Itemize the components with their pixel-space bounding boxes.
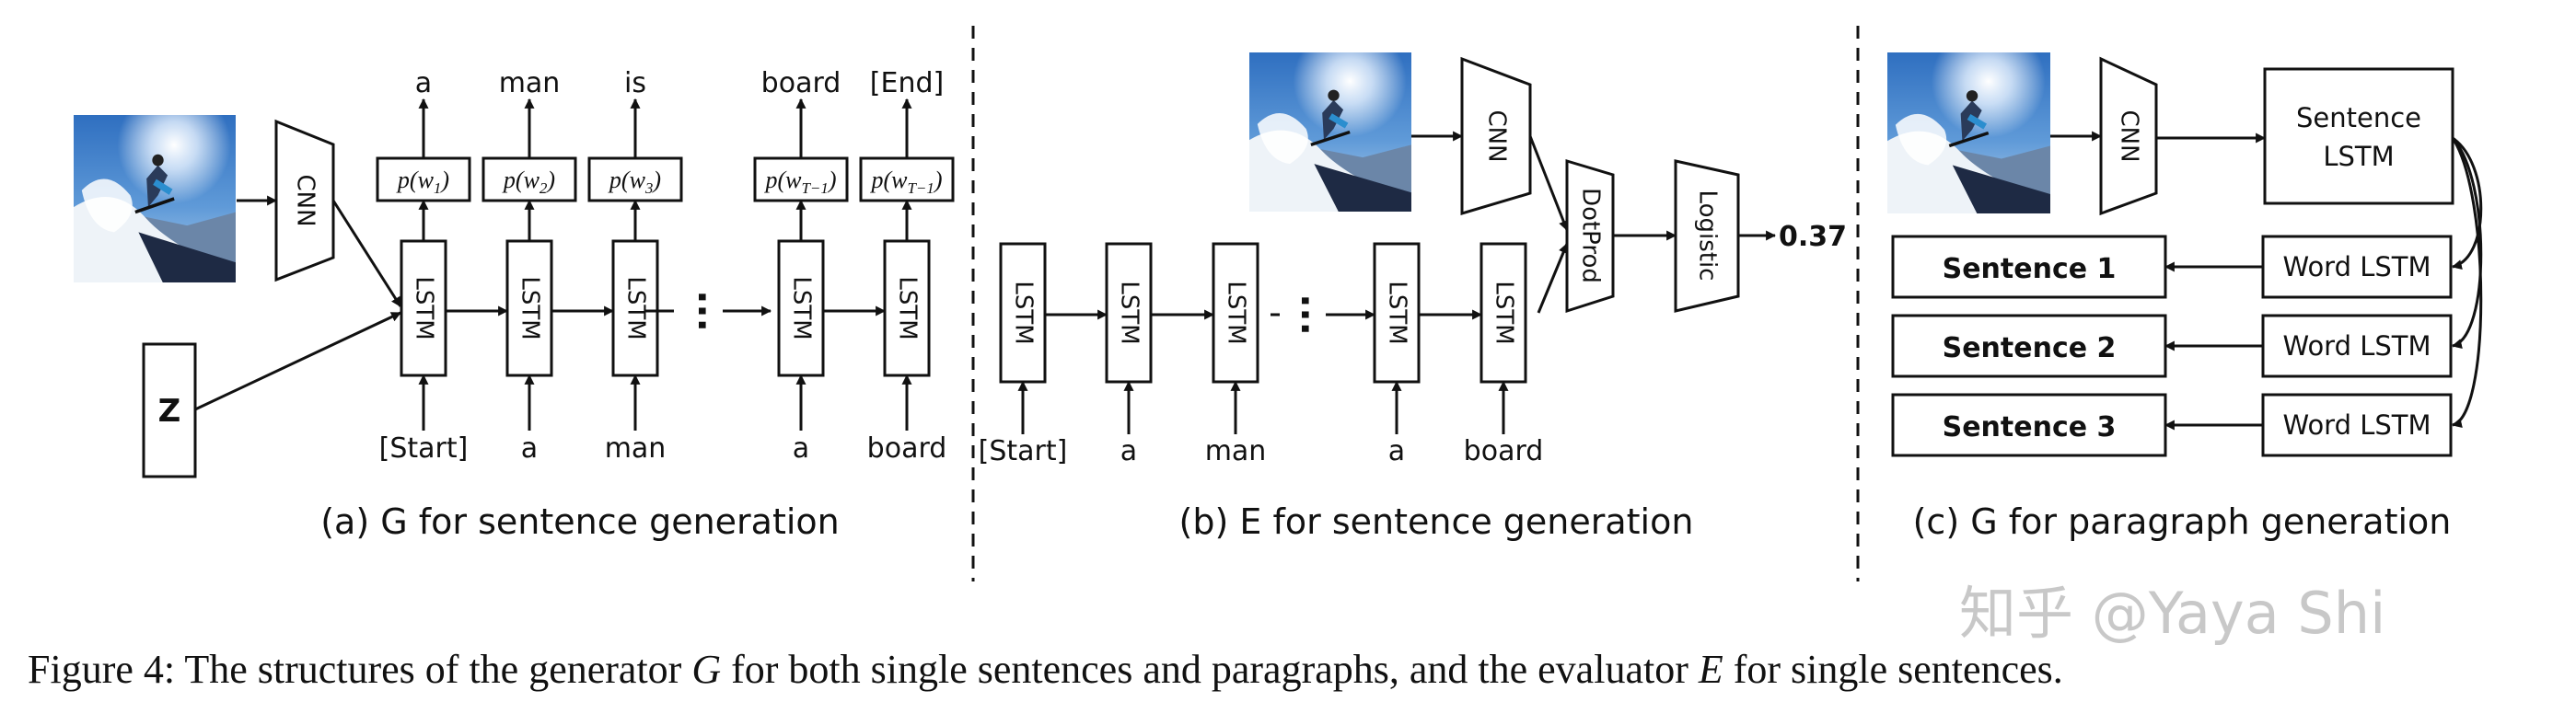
- prob-label: p(w2): [502, 167, 555, 197]
- sentence-lstm-line1: Sentence: [2296, 102, 2421, 133]
- caption-text-3: for single sentences.: [1723, 647, 2063, 692]
- cnn-label-b: CNN: [1483, 109, 1511, 162]
- lstm-label: LSTM: [1223, 281, 1250, 344]
- dotprod-block: [1565, 158, 1615, 314]
- sentence-to-word-arrow: [2451, 136, 2483, 349]
- output-word: is: [624, 67, 646, 99]
- sentence-label: Sentence 3: [1943, 411, 2117, 443]
- input-word: a: [1388, 435, 1405, 467]
- lstm-label: LSTM: [622, 276, 650, 339]
- caption-b: (b) E for sentence generation: [1179, 501, 1694, 542]
- output-word: man: [499, 67, 561, 99]
- caption-text-1: The structures of the generator: [184, 647, 691, 692]
- input-word: a: [793, 432, 809, 465]
- lstm-cell: [777, 239, 825, 377]
- sentence-lstm-box: [2263, 67, 2454, 205]
- word-lstm-label: Word LSTM: [2282, 251, 2431, 282]
- ellipsis-a: ···: [680, 290, 723, 332]
- lstm-label: LSTM: [1010, 281, 1038, 344]
- output-word: board: [761, 67, 841, 99]
- sentence-label: Sentence 2: [1943, 332, 2117, 364]
- lstm-label: LSTM: [1384, 281, 1411, 344]
- lstm-label: LSTM: [1491, 281, 1518, 344]
- noise-box: [142, 342, 197, 478]
- caption-c: (c) G for paragraph generation: [1913, 501, 2452, 542]
- score-value: 0.37: [1779, 221, 1847, 253]
- input-word: [Start]: [379, 432, 469, 465]
- lstm-cell: [1373, 242, 1421, 384]
- lstm-label: LSTM: [411, 276, 438, 339]
- caption-symbol-e: E: [1698, 647, 1723, 692]
- sentence-to-word-arrow: [2451, 136, 2483, 270]
- prob-box: [753, 156, 849, 202]
- caption-text-2: for both single sentences and paragraphs…: [721, 647, 1699, 692]
- sentence-label: Sentence 1: [1943, 253, 2117, 285]
- lstm-label: LSTM: [894, 276, 922, 339]
- prob-box: [859, 156, 955, 202]
- logistic-label: Logistic: [1694, 190, 1722, 282]
- cnn-encoder-b: [1460, 56, 1532, 216]
- sentence-to-word-arrow: [2451, 137, 2483, 428]
- watermark: 知乎 @Yaya Shi: [1959, 580, 2385, 647]
- input-word: man: [1205, 435, 1267, 467]
- cnn-encoder-a: [274, 119, 335, 282]
- caption-a: (a) G for sentence generation: [320, 501, 840, 542]
- input-word: man: [605, 432, 667, 465]
- sentence-box: [1891, 393, 2167, 457]
- lstm-label: LSTM: [1116, 281, 1143, 344]
- prob-label: p(wT−1): [763, 167, 836, 197]
- dotprod-label: DotProd: [1577, 188, 1605, 283]
- input-image-c: [1887, 52, 2050, 213]
- input-image-a: [74, 115, 236, 282]
- input-word: board: [1464, 435, 1544, 467]
- input-word: a: [521, 432, 538, 465]
- panel-b: CNN LSTM [Start] LSTM a LSTM man LSTM a LSTM boar…: [979, 52, 1847, 542]
- ellipsis-b: ···: [1283, 293, 1326, 336]
- input-word: board: [867, 432, 947, 465]
- prob-label: p(w1): [396, 167, 449, 197]
- caption-prefix: Figure 4:: [28, 647, 175, 692]
- input-word: a: [1120, 435, 1137, 467]
- prob-label: p(wT−1): [869, 167, 942, 197]
- figure-caption: Figure 4: The structures of the generato…: [28, 647, 2063, 692]
- word-lstm-label: Word LSTM: [2282, 409, 2431, 441]
- input-word: [Start]: [979, 435, 1068, 467]
- noise-label: Z: [158, 393, 181, 430]
- panel-a: CNN Z LSTMp(w1)a[Start]LSTMp(w2)manaLSTM…: [74, 67, 955, 542]
- lstm-label: LSTM: [788, 276, 816, 339]
- word-lstm-label: Word LSTM: [2282, 330, 2431, 362]
- word-lstm-box: [2261, 235, 2453, 299]
- logistic-block: [1674, 159, 1740, 313]
- prob-label: p(w3): [608, 167, 661, 197]
- cnn-label-a: CNN: [292, 174, 319, 226]
- output-word: [End]: [870, 67, 944, 99]
- caption-symbol-g: G: [691, 647, 721, 692]
- cnn-encoder-c: [2099, 56, 2158, 216]
- output-word: a: [415, 67, 432, 99]
- sentence-lstm-line2: LSTM: [2323, 141, 2394, 172]
- panel-c: CNN Sentence LSTM Word LSTM Sentence 1 Wor…: [1887, 52, 2483, 542]
- lstm-label: LSTM: [516, 276, 544, 339]
- input-image-b: [1249, 52, 1411, 212]
- cnn-label-c: CNN: [2116, 109, 2143, 162]
